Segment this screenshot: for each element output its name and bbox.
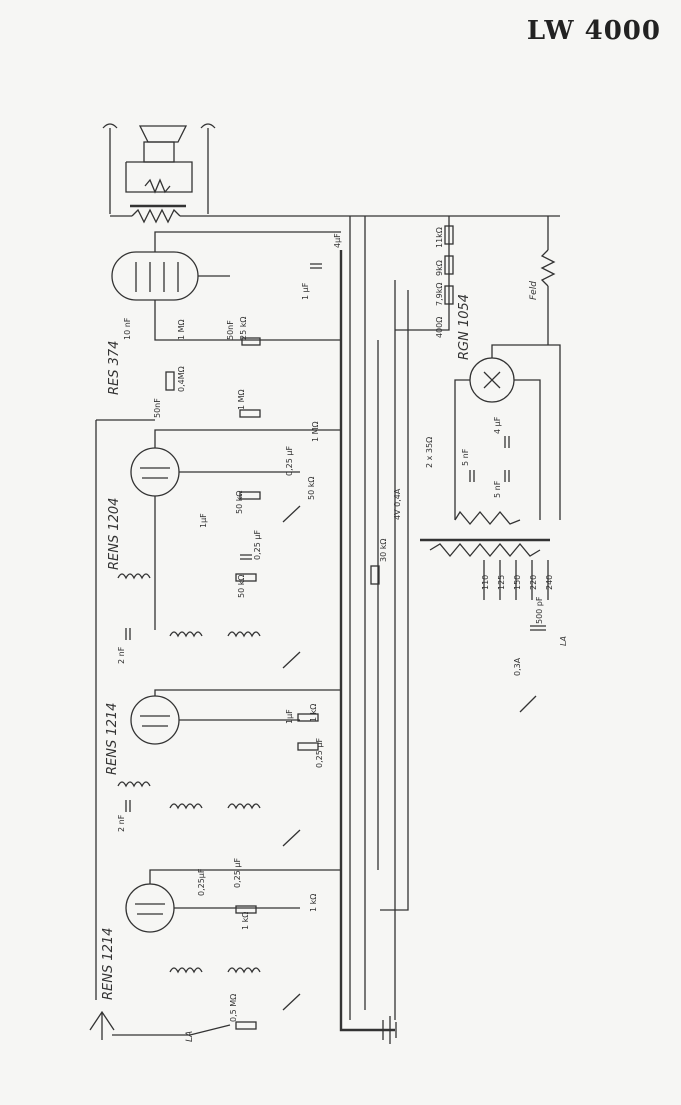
label-c-0-25u-e: 0,25 µF bbox=[233, 858, 242, 888]
label-r-400: 400Ω bbox=[435, 317, 444, 338]
bplus-rail bbox=[349, 216, 396, 1020]
label-c-2n-b: 2 nF bbox=[117, 814, 126, 832]
tube-rens1214-a bbox=[130, 689, 341, 745]
label-c-1u-c: 1µF bbox=[285, 709, 294, 724]
label-r-1k-b: 1 kΩ bbox=[309, 894, 318, 912]
label-r-25k: 25 kΩ bbox=[239, 317, 248, 340]
label-r-1m-b: 1 MΩ bbox=[237, 389, 246, 410]
label-c-0-25u-a: 0,25 µF bbox=[285, 446, 294, 476]
label-c-500p: 500 pF bbox=[535, 596, 544, 624]
tube-label-res374: RES 374 bbox=[107, 341, 122, 395]
label-r-50k-a: 50 kΩ bbox=[307, 477, 316, 500]
label-r-2x35: 2 x 35Ω bbox=[425, 437, 434, 468]
label-c-5n-a: 5 nF bbox=[461, 448, 470, 466]
label-r-1m-a: 1 MΩ bbox=[177, 319, 186, 340]
speaker bbox=[102, 123, 216, 214]
tap-label-150: 150 bbox=[513, 575, 522, 590]
label-r-1k-c: 1 kΩ bbox=[241, 912, 250, 930]
label-r-30k: 30 kΩ bbox=[379, 539, 388, 562]
label-c-4u-b: 4 µF bbox=[493, 416, 502, 434]
tap-label-240: 240 bbox=[545, 575, 554, 590]
label-r-0-4m: 0,4MΩ bbox=[177, 366, 186, 392]
ground-symbol bbox=[382, 1016, 397, 1044]
tube-rens1204 bbox=[130, 429, 341, 630]
resistor-9k bbox=[444, 255, 454, 275]
tap-label-125: 125 bbox=[497, 575, 506, 590]
label-c-1u-top: 1 µF bbox=[301, 282, 310, 300]
label-r-1k-a: 1 kΩ bbox=[309, 704, 318, 722]
field-coil bbox=[540, 249, 556, 287]
antenna bbox=[89, 1010, 115, 1040]
label-c-10n: 10 nF bbox=[123, 317, 132, 340]
power-transformer bbox=[420, 510, 550, 600]
resistor-7-9k bbox=[444, 285, 454, 305]
label-r-50k-b: 50 kΩ bbox=[235, 491, 244, 514]
tap-label-220: 220 bbox=[529, 575, 538, 590]
tube-label-rens1214-a: RENS 1214 bbox=[105, 703, 120, 775]
label-fuse: 0,3A bbox=[513, 657, 522, 676]
label-c-4u: 4µF bbox=[333, 233, 342, 248]
label-feld: Feld bbox=[529, 281, 539, 300]
label-c-0-25u-b: 0,25 µF bbox=[253, 530, 262, 560]
label-la-b: LA bbox=[559, 636, 568, 646]
label-c-0-25u-d: 0,25µF bbox=[197, 868, 206, 896]
label-c-0-25u-c: 0,25 µF bbox=[315, 738, 324, 768]
tube-res374 bbox=[111, 231, 341, 341]
output-transformer bbox=[110, 204, 560, 224]
label-r-7-9k: 7,9kΩ bbox=[435, 283, 444, 306]
label-c-50n-a: 50nF bbox=[226, 320, 235, 340]
tube-label-rens1204: RENS 1204 bbox=[107, 498, 122, 570]
label-la-a: LA bbox=[185, 1031, 195, 1042]
label-r-9k: 9kΩ bbox=[435, 260, 444, 276]
label-r-0-5m: 0,5 MΩ bbox=[229, 994, 238, 1022]
resistor-group bbox=[165, 337, 380, 1030]
label-r-1m-c: 1 MΩ bbox=[311, 421, 320, 442]
capacitor-group bbox=[125, 263, 546, 812]
switch-group bbox=[282, 505, 537, 1011]
tube-rens1214-b bbox=[125, 869, 341, 933]
label-c-50n-b: 50nF bbox=[153, 398, 162, 418]
tube-label-rens1214-b: RENS 1214 bbox=[101, 928, 116, 1000]
label-r-11k: 11kΩ bbox=[435, 227, 444, 248]
label-r-50k-c: 50 kΩ bbox=[237, 575, 246, 598]
label-c-1u-b: 1µF bbox=[199, 513, 208, 528]
ground-rail bbox=[339, 250, 395, 1032]
schematic-title: LW 4000 bbox=[526, 16, 661, 46]
tube-label-rgn1054: RGN 1054 bbox=[457, 294, 472, 360]
tap-label-110: 110 bbox=[481, 575, 490, 590]
label-c-2n-a: 2 nF bbox=[117, 646, 126, 664]
label-c-5n-b: 5 nF bbox=[493, 480, 502, 498]
resistor-11k bbox=[444, 225, 454, 245]
coil-group bbox=[117, 573, 261, 974]
label-lamp: 4V 0,4A bbox=[393, 488, 402, 520]
tube-rgn1054 bbox=[454, 344, 561, 520]
